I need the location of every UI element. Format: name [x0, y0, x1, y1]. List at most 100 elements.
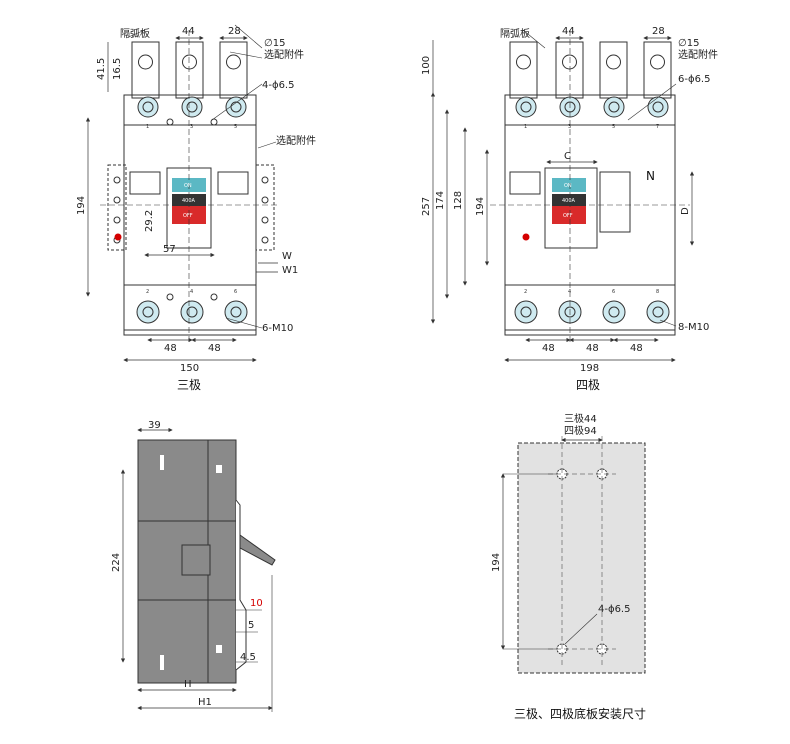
- terminal-1-3p: 1: [146, 124, 149, 130]
- base-plate-text: 三极44 四极94 194 4-ϕ6.5 三极、四极底板安装尺寸: [491, 412, 646, 721]
- right-accessory: [255, 164, 275, 251]
- dim-48-a-4p: 48: [542, 343, 555, 354]
- terminal-8-4p: 8: [656, 289, 659, 295]
- dim-10: 10: [250, 598, 263, 609]
- label-arc-plate-4p: 隔弧板: [500, 27, 530, 40]
- label-h: H: [184, 679, 192, 690]
- dim-194-3p: 194: [76, 196, 87, 215]
- three-pole-front-view: [85, 24, 280, 363]
- dim-194-base: 194: [491, 553, 502, 572]
- left-accessory: [107, 164, 127, 251]
- four-pole-text: 隔弧板 44 28 ∅15 选配附件 6-ϕ6.5 100 257 174 12…: [421, 26, 718, 392]
- base-plate: [517, 442, 646, 674]
- label-arc-plate-3p: 隔弧板: [120, 27, 150, 40]
- side-view-text: 39 224 10 5 4.5 H H1: [111, 420, 263, 708]
- right-window: [217, 171, 249, 195]
- trip-button-4p: [552, 206, 586, 224]
- terminal-2-3p: 2: [146, 289, 149, 295]
- dim-29-2: 29.2: [144, 210, 155, 232]
- label-n: N: [646, 169, 655, 183]
- dim-174: 174: [435, 191, 446, 210]
- label-w1: W1: [282, 265, 298, 276]
- indicator-dot: [114, 233, 122, 241]
- terminal-5-4p: 5: [612, 124, 615, 130]
- dim-4-5: 4.5: [240, 652, 256, 663]
- four-pole-front-view: [430, 29, 695, 363]
- left-window: [129, 171, 161, 195]
- caption-four-pole: 四极: [576, 378, 600, 392]
- dim-194-4p: 194: [475, 197, 486, 216]
- caption-base-plate: 三极、四极底板安装尺寸: [514, 706, 646, 721]
- dim-28-3p: 28: [228, 26, 241, 37]
- handle-lever: [239, 534, 276, 566]
- label-accessory-4p: 选配附件: [678, 48, 718, 61]
- base-plate-view: [500, 436, 646, 674]
- rating-plate-4p: [552, 194, 586, 206]
- dim-phi15-4p: ∅15: [678, 38, 699, 49]
- dim-holes-3p: 4-ϕ6.5: [262, 80, 294, 91]
- terminal-6-4p: 6: [612, 289, 615, 295]
- label-d: D: [680, 207, 691, 215]
- dim-phi15-3p: ∅15: [264, 38, 285, 49]
- side-body-front: [207, 439, 237, 684]
- on-label-3p: ON: [184, 183, 192, 189]
- terminal-3-3p: 3: [190, 124, 193, 130]
- dim-44-3p: 44: [182, 26, 195, 37]
- rating-label-4p: 400A: [562, 198, 576, 204]
- terminal-3-4p: 3: [568, 124, 571, 130]
- caption-three-pole: 三极: [177, 378, 201, 392]
- busbars-4p: [509, 41, 672, 99]
- bottom-terminal-lugs: [136, 293, 248, 324]
- dim-257: 257: [421, 197, 432, 216]
- dim-holes-base: 4-ϕ6.5: [598, 604, 630, 615]
- dim-128: 128: [453, 191, 464, 210]
- dim-224: 224: [111, 553, 122, 572]
- rating-label-3p: 400A: [182, 198, 196, 204]
- terminal-6-3p: 6: [234, 289, 237, 295]
- dim-48-a-3p: 48: [164, 343, 177, 354]
- label-accessory-3p-top: 选配附件: [264, 48, 304, 61]
- label-h1: H1: [198, 697, 212, 708]
- terminal-2-4p: 2: [524, 289, 527, 295]
- off-label-3p: OFF: [183, 213, 193, 219]
- terminal-5-3p: 5: [234, 124, 237, 130]
- handle-slot: [181, 544, 211, 576]
- dim-44-4p: 44: [562, 26, 575, 37]
- dim-100: 100: [421, 56, 432, 75]
- right-window-4p: [599, 171, 631, 233]
- dim-57: 57: [163, 244, 176, 255]
- dim-48-c-4p: 48: [630, 343, 643, 354]
- terminal-1-4p: 1: [524, 124, 527, 130]
- top-terminal-lugs: [137, 96, 247, 126]
- dim-41-5: 41.5: [96, 58, 107, 80]
- bottom-terminal-lugs-4p: [514, 300, 670, 324]
- dim-198: 198: [580, 363, 599, 374]
- dim-39: 39: [148, 420, 161, 431]
- left-window-4p: [509, 171, 541, 195]
- busbars: [131, 41, 248, 99]
- terminal-7-4p: 7: [656, 124, 659, 130]
- terminal-4-4p: 4: [568, 289, 571, 295]
- indicator-dot-4p: [522, 233, 530, 241]
- dim-150: 150: [180, 363, 199, 374]
- dim-holes-4p: 6-ϕ6.5: [678, 74, 710, 85]
- label-c: C: [564, 151, 571, 162]
- rating-plate: [172, 194, 206, 206]
- front-profile: [235, 450, 247, 683]
- on-window-4p: [552, 178, 586, 192]
- label-tp-44: 三极44: [564, 412, 597, 425]
- dim-16-5: 16.5: [112, 58, 123, 80]
- dim-48-b-3p: 48: [208, 343, 221, 354]
- terminal-4-3p: 4: [190, 289, 193, 295]
- label-accessory-3p-side: 选配附件: [276, 134, 316, 147]
- dim-screw-4p: 8-M10: [678, 322, 709, 333]
- top-terminal-lugs-4p: [515, 96, 669, 118]
- side-view: [120, 427, 276, 712]
- three-pole-text: 隔弧板 44 28 ∅15 选配附件 4-ϕ6.5 选配附件 41.5 16.5…: [76, 26, 316, 392]
- on-label-4p: ON: [564, 183, 572, 189]
- label-w: W: [282, 251, 292, 262]
- dim-48-b-4p: 48: [586, 343, 599, 354]
- label-fp-94: 四极94: [564, 424, 597, 437]
